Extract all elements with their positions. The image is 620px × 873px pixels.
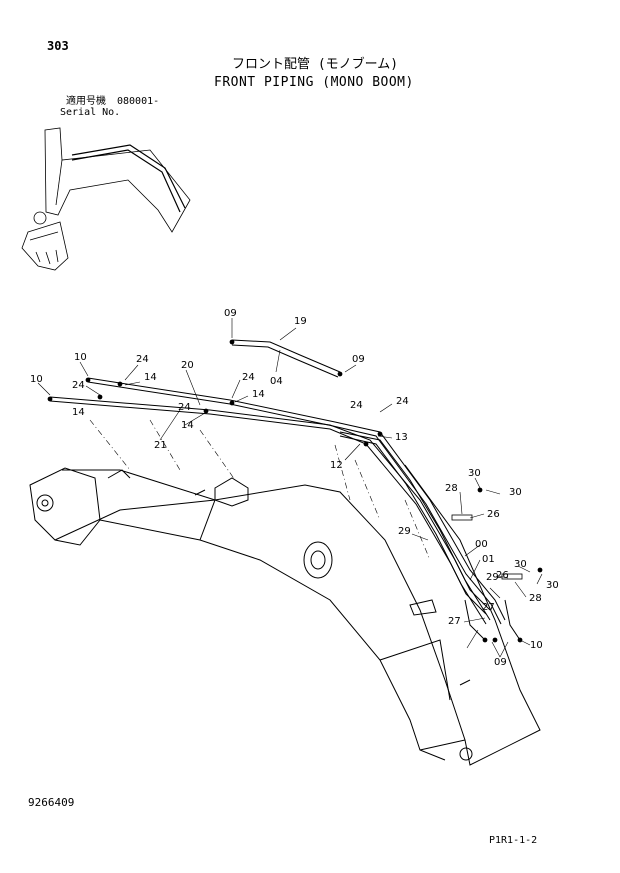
callout-24: 24 (396, 396, 409, 407)
callout-01: 01 (482, 554, 495, 565)
callout-20: 20 (181, 360, 194, 371)
serial-label-english: Serial No. (60, 107, 121, 118)
callout-10: 10 (530, 640, 543, 651)
piping (49, 339, 521, 641)
callout-27: 27 (482, 602, 495, 613)
callout-09: 09 (352, 354, 365, 365)
fittings (47, 339, 543, 643)
callout-14: 14 (72, 407, 85, 418)
callout-labels: 19 09 04 09 10 24 20 10 24 14 24 14 14 2… (30, 308, 559, 668)
callout-09: 09 (494, 657, 507, 668)
callout-14: 14 (181, 420, 194, 431)
callout-09: 09 (224, 308, 237, 319)
callout-24: 24 (242, 372, 255, 383)
callout-26: 26 (496, 570, 509, 581)
centre-lines (89, 419, 431, 561)
callout-28: 28 (445, 483, 458, 494)
boom-assembly (29, 464, 541, 766)
serial-label-japanese: 適用号機 (66, 96, 106, 107)
callout-29: 29 (398, 526, 411, 537)
callout-13: 13 (395, 432, 408, 443)
leader-lines (37, 318, 543, 658)
callout-30: 30 (514, 559, 527, 570)
callout-26: 26 (487, 509, 500, 520)
callout-14: 14 (252, 389, 265, 400)
callout-24: 24 (178, 402, 191, 413)
document-number: 9266409 (28, 796, 75, 809)
callout-19: 19 (294, 316, 307, 327)
callout-21: 21 (154, 440, 167, 451)
page-reference: P1R1-1-2 (489, 835, 538, 846)
callout-10: 10 (74, 352, 87, 363)
callout-30: 30 (509, 487, 522, 498)
callout-29: 29 (486, 572, 499, 583)
callout-00: 00 (475, 539, 488, 550)
callout-24: 24 (350, 400, 363, 411)
locator-thumbnail (21, 127, 191, 271)
callout-27: 27 (448, 616, 461, 627)
callout-28: 28 (529, 593, 542, 604)
callout-30: 30 (546, 580, 559, 591)
serial-number-value: 080001- (117, 96, 160, 107)
callout-10: 10 (30, 374, 43, 385)
callout-12: 12 (330, 460, 343, 471)
callout-04: 04 (270, 376, 283, 387)
callout-30: 30 (468, 468, 481, 479)
callout-14: 14 (144, 372, 157, 383)
page-title-japanese: フロント配管 (モノブーム) (232, 57, 399, 72)
callout-24: 24 (72, 380, 85, 391)
callout-24: 24 (136, 354, 149, 365)
page-title-english: FRONT PIPING (MONO BOOM) (214, 75, 414, 90)
page-number: 303 (47, 39, 69, 53)
